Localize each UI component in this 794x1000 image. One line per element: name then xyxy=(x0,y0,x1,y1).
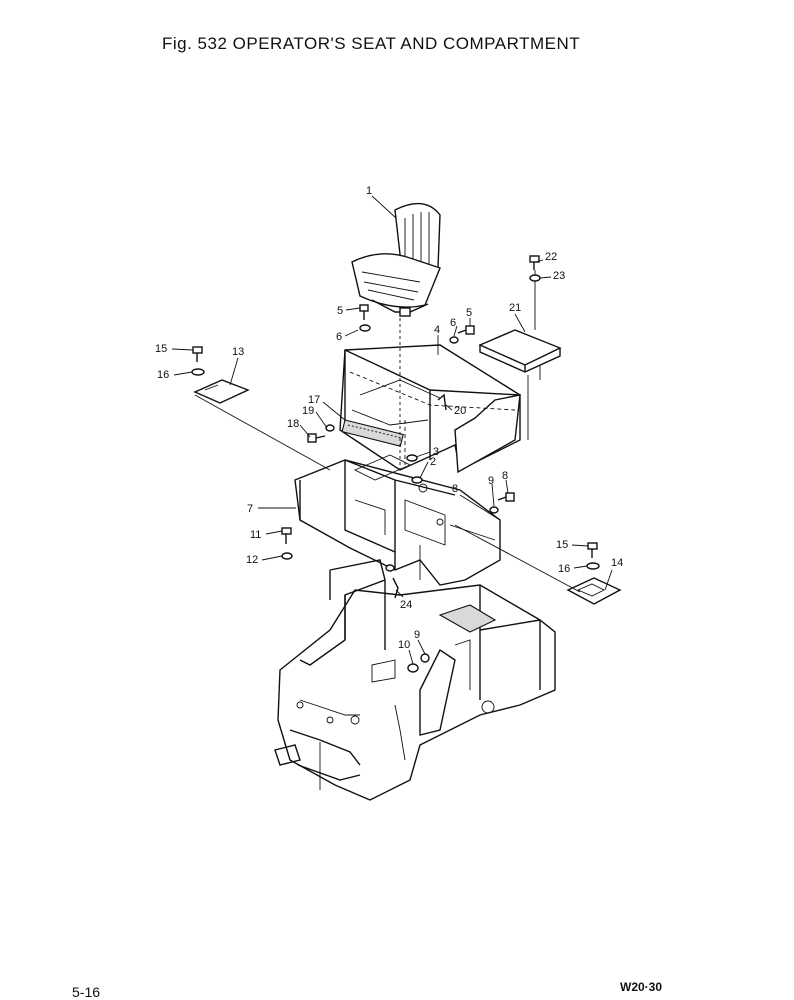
cover-plate-14 xyxy=(566,577,622,605)
callout-8-right: 8 xyxy=(502,470,508,482)
callout-6-left: 6 xyxy=(336,331,342,343)
callout-11: 11 xyxy=(250,529,261,541)
callout-6-right: 6 xyxy=(450,317,456,329)
model-code: W20·30 xyxy=(620,980,663,994)
callout-24: 24 xyxy=(400,599,412,611)
guide-lines xyxy=(194,270,581,593)
callout-2: 2 xyxy=(430,456,436,468)
leader-lines xyxy=(171,195,613,665)
callout-16-left: 16 xyxy=(157,369,169,381)
callout-22: 22 xyxy=(545,251,557,263)
callout-21: 21 xyxy=(509,302,521,314)
callout-1: 1 xyxy=(366,185,372,197)
callout-5-left: 5 xyxy=(337,305,343,317)
callout-7: 7 xyxy=(247,503,253,515)
callout-3: 3 xyxy=(433,446,439,458)
callout-labels: 1 5 6 4 6 5 22 23 21 15 16 13 17 19 18 2… xyxy=(155,185,623,651)
callout-12: 12 xyxy=(246,554,258,566)
cover-plate-13 xyxy=(193,379,250,404)
operator-seat xyxy=(351,202,441,317)
callout-9-lower: 9 xyxy=(414,629,420,641)
page-number: 5-16 xyxy=(72,984,101,1000)
callout-19: 19 xyxy=(302,405,314,417)
bracket-21 xyxy=(478,329,562,380)
middle-frame xyxy=(294,454,501,586)
callout-4: 4 xyxy=(434,324,440,336)
callout-8-center: 8 xyxy=(452,483,458,495)
callout-15-right: 15 xyxy=(556,539,568,551)
callout-13: 13 xyxy=(232,346,244,358)
callout-9-right: 9 xyxy=(488,475,494,487)
lower-base-frame xyxy=(274,559,556,801)
callout-14: 14 xyxy=(611,557,623,569)
figure-title: Fig. 532 OPERATOR'S SEAT AND COMPARTMENT xyxy=(162,34,581,53)
callout-18: 18 xyxy=(287,418,299,430)
callout-16-right: 16 xyxy=(558,563,570,575)
callout-23: 23 xyxy=(553,270,565,282)
callout-15-left: 15 xyxy=(155,343,167,355)
callout-5-right: 5 xyxy=(466,307,472,319)
seat-compartment-box xyxy=(339,344,521,474)
callout-20: 20 xyxy=(454,405,466,417)
callout-10: 10 xyxy=(398,639,410,651)
callout-17: 17 xyxy=(308,394,320,406)
